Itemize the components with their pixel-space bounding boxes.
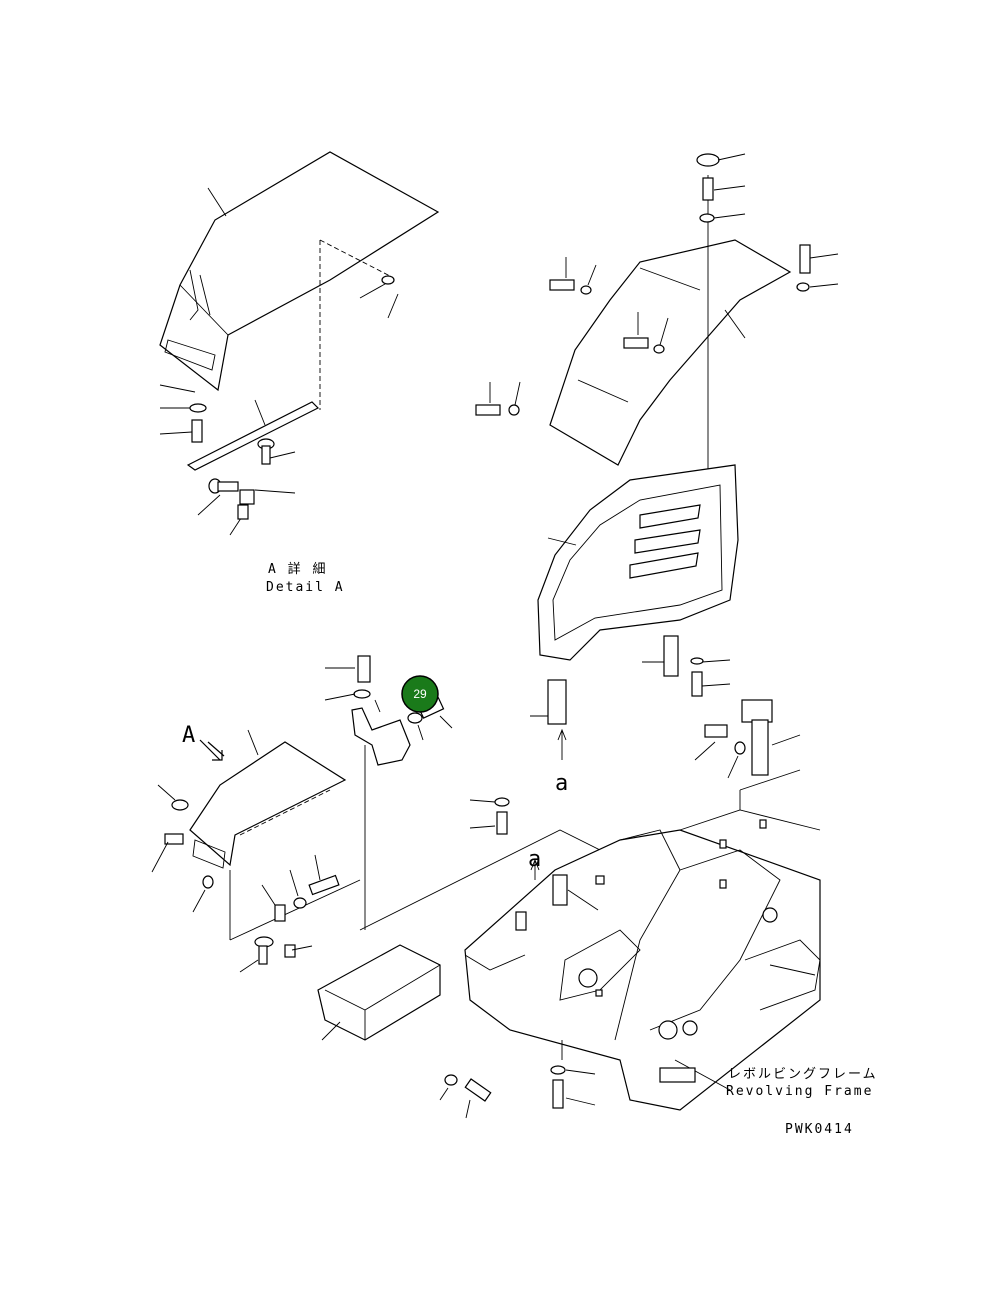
revolving-frame-en-label: Revolving Frame: [726, 1084, 873, 1099]
battery-box-cover: [317, 944, 441, 1041]
grille-panel: [537, 464, 739, 661]
drawing-code: PWK0414: [785, 1122, 854, 1137]
detail-a-cover-plate: [159, 151, 440, 392]
left-cover-assembly: [151, 655, 453, 973]
detail-a-jp-label: A 詳 細: [268, 561, 327, 577]
callout-29[interactable]: 29: [401, 675, 439, 713]
fender-cover: [549, 239, 792, 466]
right-bracket-assembly: [694, 699, 801, 779]
detail-a-stay-rod: [186, 401, 320, 471]
view-a-lower-label-1: a: [555, 771, 568, 796]
stay-bracket: [351, 707, 411, 766]
revolving-frame-jp-label: レボルビングフレーム: [728, 1067, 878, 1082]
view-a-lower-label-2: a: [528, 847, 541, 872]
grille-panel-assembly: [530, 464, 739, 760]
detail-a-en-label: Detail A: [266, 580, 345, 595]
callout-marker-icon: [401, 675, 439, 713]
left-cover-plate: [189, 741, 347, 867]
view-a-label: A: [182, 723, 195, 748]
detail-a-assembly: [159, 151, 440, 536]
revolving-frame-assembly: [317, 769, 821, 1119]
fender-cover-assembly: [475, 153, 839, 470]
callout-number: 29: [413, 687, 427, 701]
view-a-arrow: [199, 739, 225, 761]
